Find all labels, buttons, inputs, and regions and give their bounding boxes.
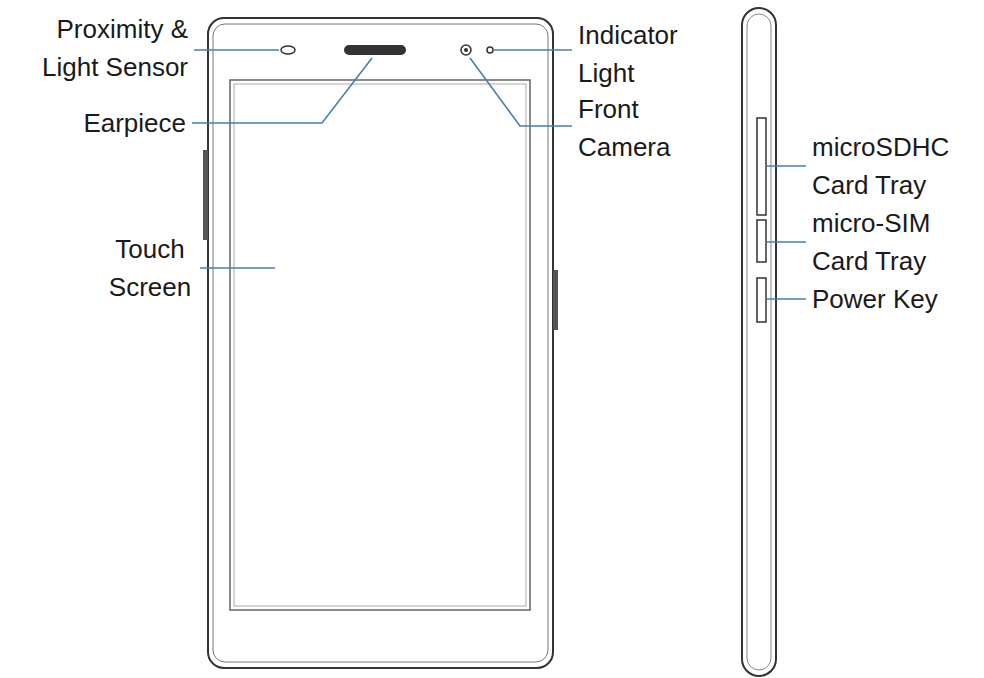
leader-line xyxy=(200,267,275,269)
front-camera xyxy=(461,45,471,55)
volume-key xyxy=(203,150,208,240)
phone-side xyxy=(742,8,776,676)
sim-slot xyxy=(757,220,766,262)
screen-inner xyxy=(234,84,526,606)
phone-bezel xyxy=(213,24,548,662)
leader-line xyxy=(470,58,572,126)
earpiece xyxy=(345,46,405,54)
indicator-light xyxy=(487,47,493,53)
power-key-front xyxy=(553,270,558,330)
part-label: microSDHC Card Tray xyxy=(812,128,977,204)
phone-body xyxy=(208,18,553,668)
camera-lens xyxy=(464,48,468,52)
touch-screen xyxy=(230,80,530,610)
leader-line xyxy=(766,241,806,243)
part-label: micro-SIM Card Tray xyxy=(812,204,977,280)
part-label: Earpiece xyxy=(30,104,186,142)
leader-line xyxy=(766,298,806,300)
microsd-slot xyxy=(757,118,766,215)
part-label: Front Camera xyxy=(578,90,718,166)
part-label: Touch Screen xyxy=(90,230,210,306)
power-key-side xyxy=(757,278,766,322)
leader-line xyxy=(192,58,372,123)
leader-line xyxy=(766,165,806,167)
side-inner xyxy=(747,14,771,670)
part-label: Power Key xyxy=(812,280,977,318)
proximity-sensor xyxy=(281,46,295,54)
leader-line xyxy=(494,49,572,51)
part-label: Proximity & Light Sensor xyxy=(8,10,188,86)
part-label: Indicator Light xyxy=(578,16,713,92)
leader-line xyxy=(194,49,279,51)
